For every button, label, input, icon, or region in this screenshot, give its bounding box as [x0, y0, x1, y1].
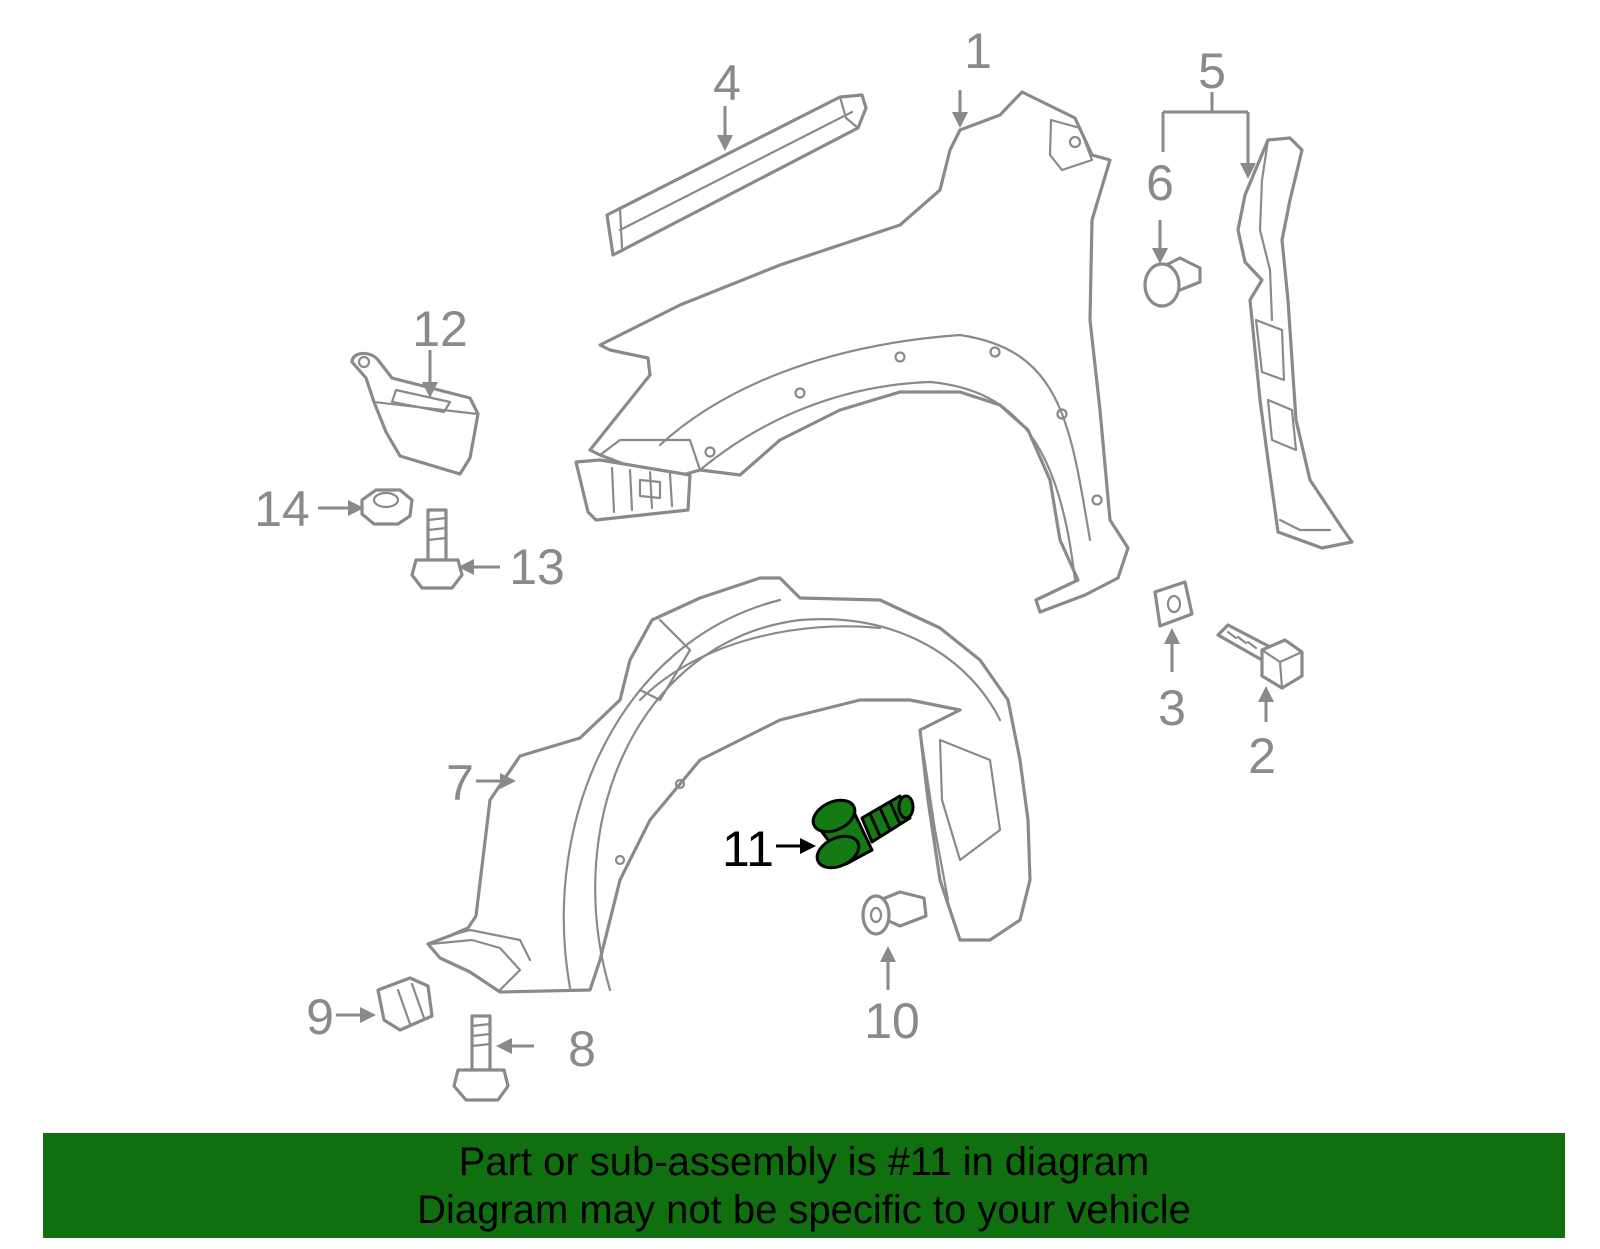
callout-8: 8 [568, 1021, 596, 1077]
info-banner: Part or sub-assembly is #11 in diagram D… [40, 1130, 1568, 1241]
part-13-bolt [410, 508, 464, 590]
part-11-bolt [811, 794, 915, 870]
banner-line-disclaimer: Diagram may not be specific to your vehi… [417, 1187, 1191, 1232]
part-2-bolt [1216, 623, 1304, 690]
part-14-nut [360, 488, 414, 526]
part-9-clip [376, 976, 434, 1032]
callout-13: 13 [509, 539, 565, 595]
part-8-bolt [452, 1014, 510, 1102]
callout-10: 10 [864, 993, 920, 1049]
part-7-liner [426, 576, 1032, 994]
callout-7: 7 [446, 755, 474, 811]
callout-12: 12 [412, 301, 468, 357]
callout-6: 6 [1146, 155, 1174, 211]
callout-11: 11 [722, 821, 774, 877]
callout-4: 4 [713, 55, 741, 111]
callout-1: 1 [964, 23, 992, 79]
part-6-clip [1143, 256, 1202, 308]
part-3-retainer [1153, 580, 1194, 628]
part-5-bracket [1236, 136, 1354, 550]
callout-9: 9 [306, 989, 334, 1045]
part-1-fender [574, 90, 1130, 614]
parts-diagram: 1 2 3 4 5 6 7 8 9 10 11 12 13 14 [254, 23, 1354, 1102]
banner-line-part: Part or sub-assembly is #11 in diagram [458, 1139, 1150, 1184]
leader-lines [318, 90, 1274, 1054]
callout-5: 5 [1198, 43, 1226, 99]
part-10-clip [861, 890, 928, 936]
part-12-guard [350, 351, 480, 476]
part-4-molding [605, 93, 868, 257]
callout-14: 14 [254, 481, 310, 537]
callout-2: 2 [1248, 728, 1276, 784]
callout-labels: 1 2 3 4 5 6 7 8 9 10 11 12 13 14 [254, 23, 1276, 1077]
callout-3: 3 [1158, 680, 1186, 736]
